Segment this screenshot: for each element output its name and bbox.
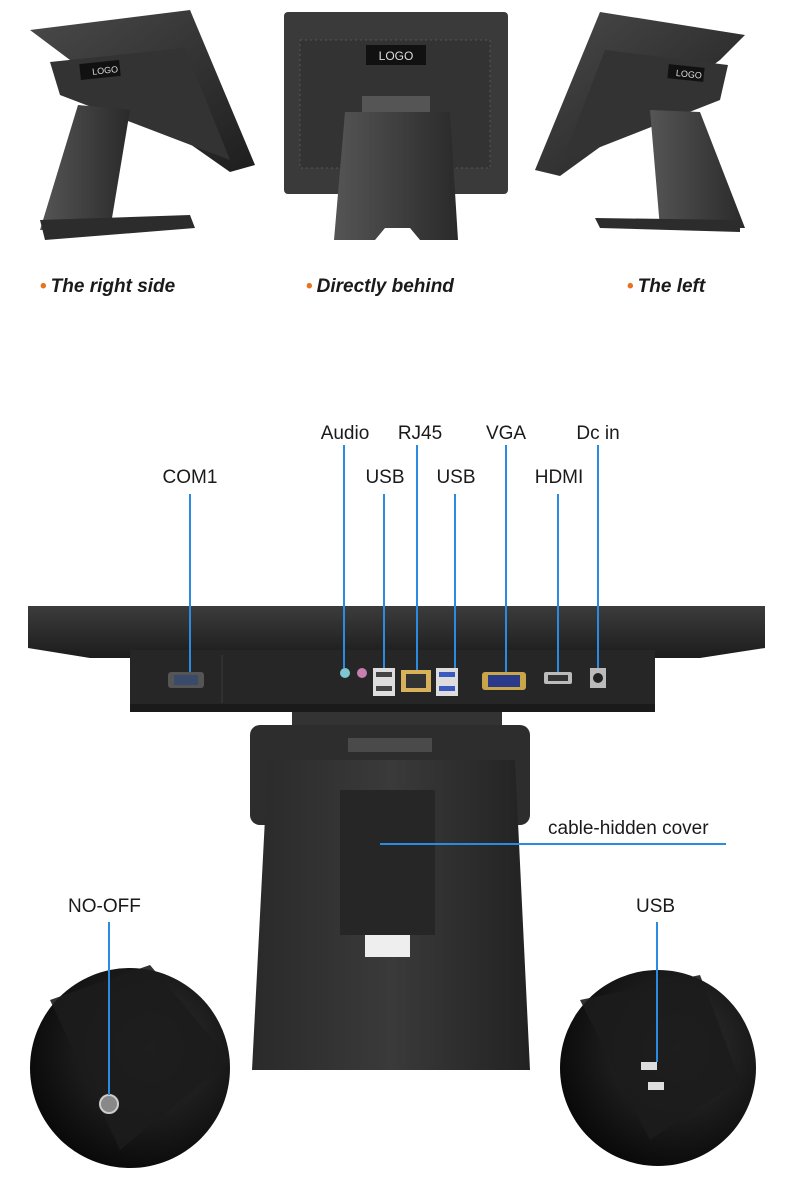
left-view: LOGO	[535, 12, 745, 232]
caption-right-side: •The right side	[40, 276, 176, 297]
monitor-body	[28, 606, 765, 712]
com1-port	[168, 672, 204, 688]
stand	[250, 705, 530, 1070]
leader-lines	[108, 445, 726, 1095]
bullet-dot: •	[40, 276, 47, 297]
label-usb-left: USB	[365, 467, 405, 488]
audio-port	[340, 668, 367, 678]
label-rj45: RJ45	[397, 423, 443, 444]
usb-right-port	[436, 668, 458, 696]
right-side-view: LOGO	[30, 10, 255, 240]
label-dc-in: Dc in	[576, 423, 620, 444]
label-vga: VGA	[485, 423, 527, 444]
hdmi-port	[544, 672, 572, 684]
rj45-port	[401, 670, 431, 692]
label-audio: Audio	[320, 423, 370, 444]
label-cable-hidden-cover: cable-hidden cover	[548, 818, 709, 839]
dc-in-port	[590, 668, 606, 688]
no-off-detail	[30, 965, 230, 1168]
right-view-logo: LOGO	[92, 64, 119, 77]
vga-port	[482, 672, 526, 690]
bullet-dot: •	[627, 276, 634, 297]
label-usb-side: USB	[636, 896, 676, 917]
usb-left-port	[373, 668, 395, 696]
label-hdmi: HDMI	[534, 467, 584, 488]
product-views-illustration: LOGO LOGO LOGO	[30, 10, 745, 240]
label-no-off: NO-OFF	[68, 896, 141, 917]
bullet-dot: •	[306, 276, 313, 297]
caption-left: •The left	[627, 276, 706, 297]
label-com1: COM1	[162, 467, 218, 488]
center-view-logo: LOGO	[379, 49, 414, 63]
usb-side-detail	[560, 970, 756, 1166]
directly-behind-view: LOGO	[284, 12, 508, 240]
label-usb-right: USB	[436, 467, 476, 488]
left-view-logo: LOGO	[675, 68, 702, 81]
caption-directly-behind: •Directly behind	[306, 276, 454, 297]
